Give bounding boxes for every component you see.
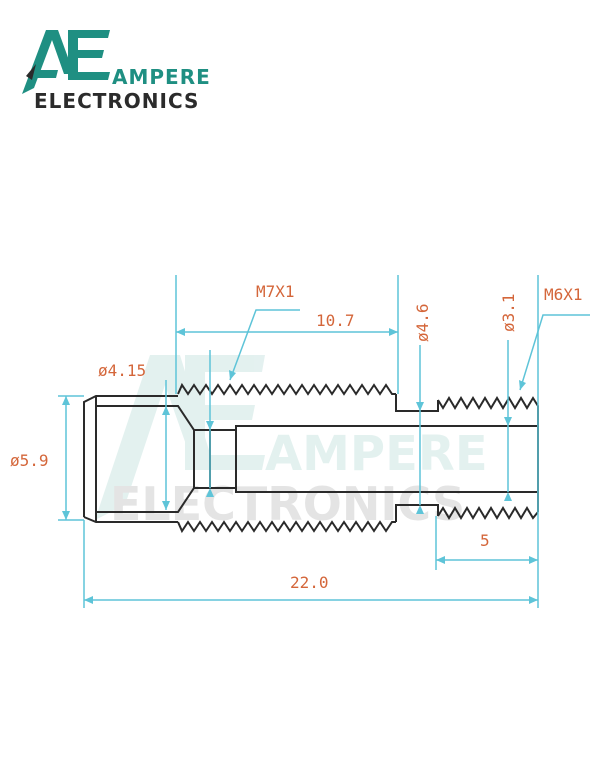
label-thread-right: M6X1 bbox=[544, 285, 583, 304]
watermark: AMPERE ELECTRONICS bbox=[95, 355, 488, 531]
company-logo: AMPERE ELECTRONICS bbox=[22, 30, 211, 113]
dimension-arrows bbox=[62, 328, 538, 604]
logo-line1: AMPERE bbox=[112, 65, 211, 89]
part-outline bbox=[83, 382, 539, 534]
label-total-length: 22.0 bbox=[290, 573, 329, 592]
label-length-thread-left: 10.7 bbox=[316, 311, 355, 330]
label-thread-left: M7X1 bbox=[256, 282, 295, 301]
label-length-thread-right: 5 bbox=[480, 531, 490, 550]
dimension-labels: M7X1 M6X1 10.7 ø4.6 ø3.1 ø4.15 ø5.9 5 22… bbox=[10, 282, 583, 592]
logo-mark bbox=[22, 30, 110, 94]
watermark-line1: AMPERE bbox=[265, 426, 488, 482]
label-inner-diameter-1: ø4.6 bbox=[413, 303, 432, 342]
label-inner-diameter-2: ø3.1 bbox=[499, 293, 518, 332]
label-bore-diameter: ø4.15 bbox=[98, 361, 146, 380]
dimension-lines bbox=[58, 275, 590, 608]
label-outer-diameter: ø5.9 bbox=[10, 451, 49, 470]
logo-line2: ELECTRONICS bbox=[34, 89, 199, 113]
